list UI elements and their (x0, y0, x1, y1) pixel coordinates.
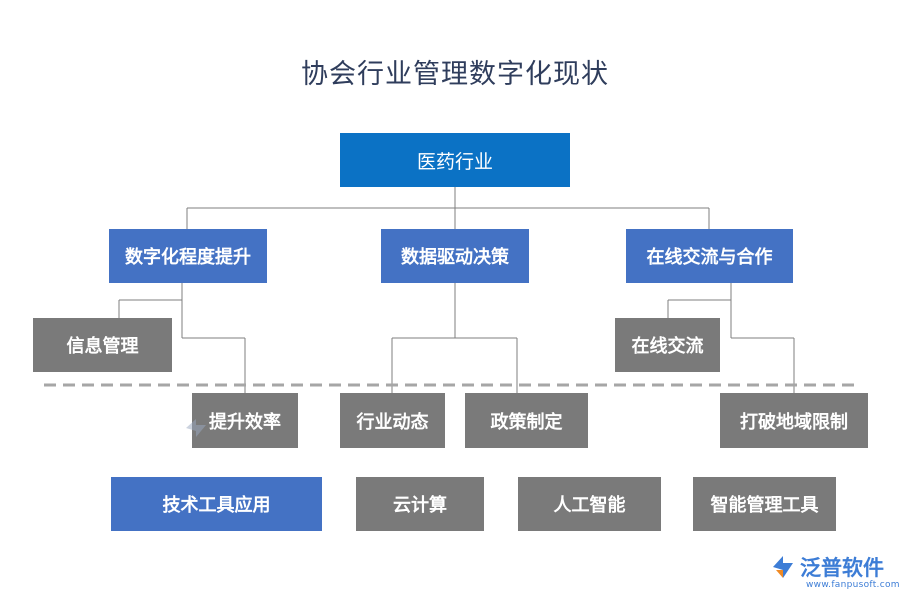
node-data-driven: 数据驱动决策 (381, 229, 529, 283)
node-tech-tools: 技术工具应用 (111, 477, 322, 531)
node-online-collab: 在线交流与合作 (626, 229, 793, 283)
node-info-management: 信息管理 (33, 318, 172, 372)
watermark-logo-icon (186, 419, 206, 437)
node-break-regional-limits: 打破地域限制 (720, 393, 868, 448)
node-smart-management-tools: 智能管理工具 (693, 477, 836, 531)
node-ai: 人工智能 (518, 477, 661, 531)
fanpu-logo-icon (773, 556, 793, 578)
brand-logo: 泛普软件 www.fanpusoft.com (770, 552, 900, 592)
node-policy-making: 政策制定 (465, 393, 588, 448)
brand-url: www.fanpusoft.com (806, 580, 900, 590)
node-industry-trends: 行业动态 (340, 393, 445, 448)
node-improve-efficiency: 提升效率 (192, 393, 298, 448)
node-online-communication: 在线交流 (615, 318, 720, 372)
node-cloud-computing: 云计算 (356, 477, 484, 531)
node-digitalization: 数字化程度提升 (109, 229, 267, 283)
brand-name: 泛普软件 (800, 556, 884, 580)
root-node: 医药行业 (340, 133, 570, 187)
page-title: 协会行业管理数字化现状 (301, 59, 609, 90)
